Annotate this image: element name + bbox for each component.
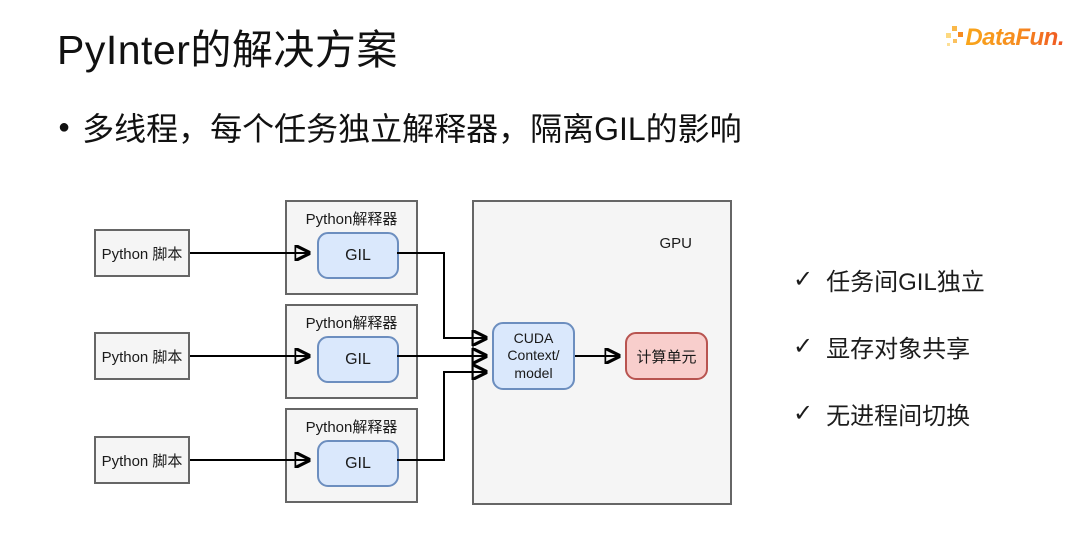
check-item-text: 显存对象共享: [826, 335, 971, 363]
gpu-label: GPU: [659, 235, 692, 252]
bullet-line: ● 多线程，每个任务独立解释器，隔离GIL的影响: [58, 104, 742, 150]
python-script-box-2: Python 脚本: [94, 332, 190, 380]
gil-box-1: GIL: [317, 232, 399, 279]
interpreter-label-2: Python解释器: [305, 315, 398, 332]
compute-unit-box: 计算单元: [625, 332, 708, 380]
python-script-box-3: Python 脚本: [94, 436, 190, 484]
page-title: PyInter的解决方案: [57, 27, 398, 73]
check-icon: ✓: [793, 265, 814, 293]
interpreter-label-3: Python解释器: [305, 419, 398, 436]
gil-box-3: GIL: [317, 440, 399, 487]
gil-box-2: GIL: [317, 336, 399, 383]
datafun-logo: DataFun.: [945, 24, 1064, 52]
check-item-2: ✓ 显存对象共享: [793, 332, 985, 363]
check-item-3: ✓ 无进程间切换: [793, 399, 985, 430]
python-script-box-1: Python 脚本: [94, 229, 190, 277]
bullet-text: 多线程，每个任务独立解释器，隔离GIL的影响: [82, 111, 742, 147]
python-interpreter-box-1: Python解释器 GIL: [285, 200, 418, 295]
benefits-checklist: ✓ 任务间GIL独立 ✓ 显存对象共享 ✓ 无进程间切换: [793, 266, 985, 467]
check-item-text: 无进程间切换: [826, 402, 971, 430]
python-interpreter-box-2: Python解释器 GIL: [285, 304, 418, 399]
cuda-context-box: CUDA Context/ model: [492, 322, 575, 390]
python-interpreter-box-3: Python解释器 GIL: [285, 408, 418, 503]
check-item-text: 任务间GIL独立: [826, 268, 985, 296]
logo-pixels-icon: [946, 26, 964, 46]
bullet-icon: ●: [58, 116, 71, 138]
interpreter-label-1: Python解释器: [305, 211, 398, 228]
check-icon: ✓: [793, 332, 814, 360]
logo-wordmark: DataFun.: [965, 24, 1064, 51]
check-item-1: ✓ 任务间GIL独立: [793, 265, 985, 296]
check-icon: ✓: [793, 399, 814, 427]
